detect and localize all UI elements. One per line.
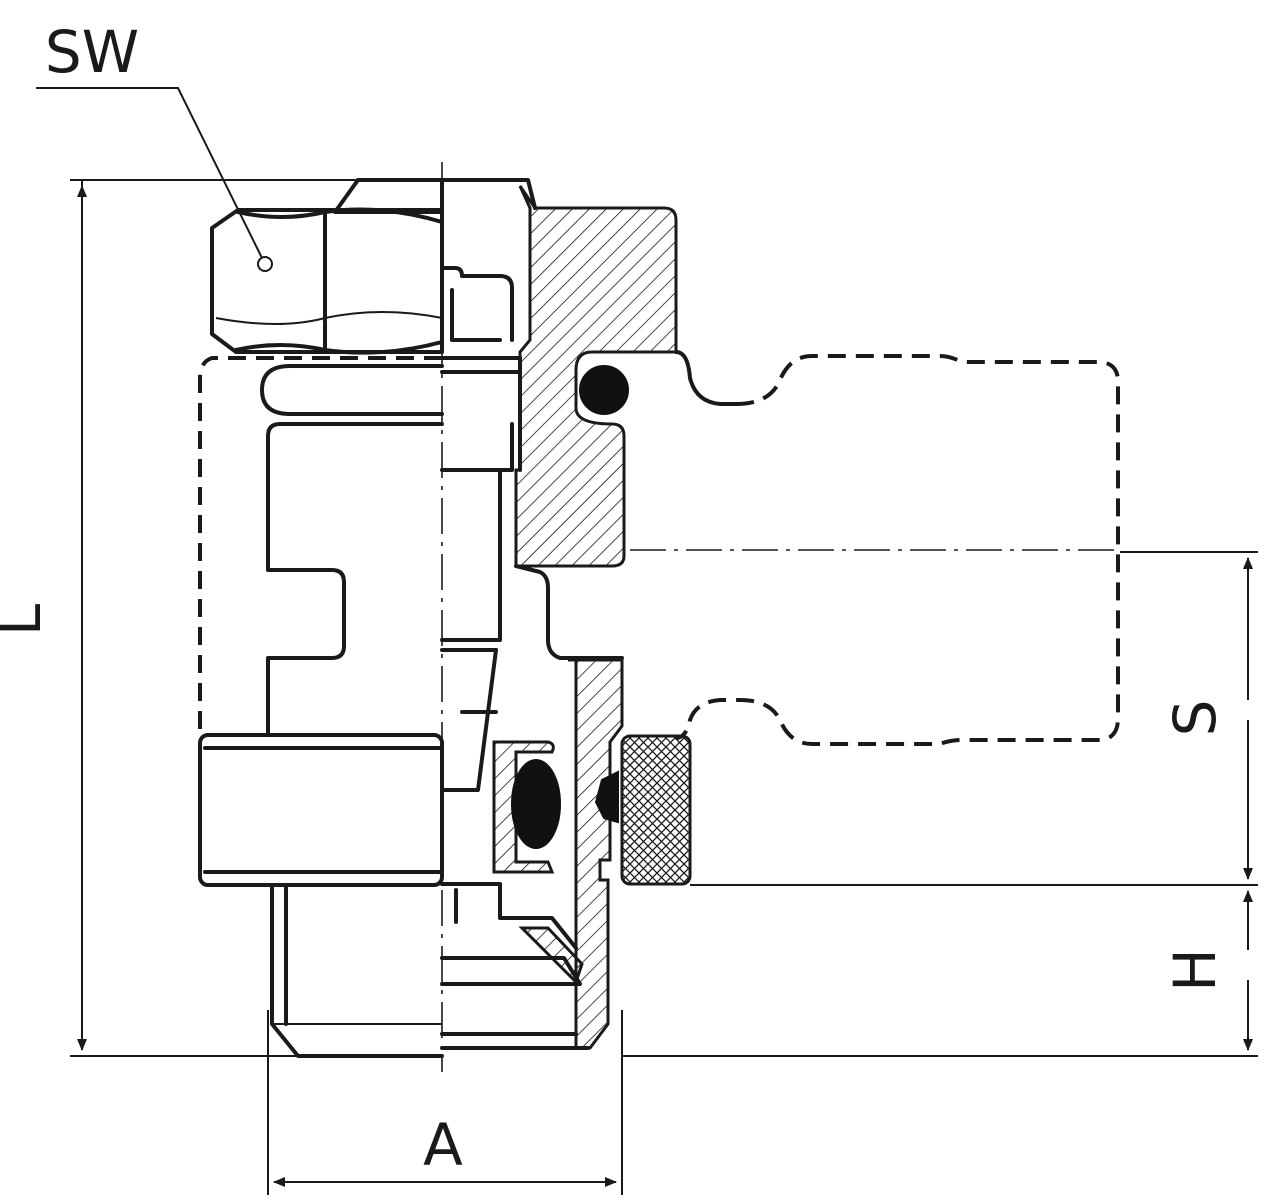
o-ring-upper — [579, 365, 629, 415]
dimension-h — [622, 884, 1258, 1057]
release-sleeve — [440, 266, 522, 792]
lower-internals — [440, 882, 590, 1050]
seal-lip — [594, 770, 619, 824]
body-section-upper — [514, 185, 678, 568]
body-right-profile — [674, 350, 738, 406]
label-s: S — [1161, 700, 1229, 737]
label-l: L — [0, 604, 54, 636]
hex-nut — [210, 178, 444, 355]
nut-top-outline — [356, 178, 537, 210]
label-a: A — [423, 1111, 463, 1179]
threaded-spigot — [270, 883, 444, 1058]
release-collar — [198, 733, 444, 887]
body-waist — [514, 564, 624, 660]
collet-insert — [492, 740, 555, 874]
tube-dashed-outline — [675, 354, 1120, 746]
dimension-l — [70, 179, 440, 1057]
body-outline-dashed — [198, 356, 442, 735]
dimension-a — [267, 1010, 623, 1195]
sw-leader-line — [36, 87, 273, 272]
dimension-s — [1120, 551, 1258, 880]
o-ring-lower — [511, 759, 561, 849]
label-sw: SW — [45, 18, 139, 86]
body-section-lower — [568, 658, 624, 1050]
stepped-profile — [266, 422, 444, 737]
upper-slot — [260, 364, 444, 416]
rubber-ring — [620, 734, 692, 886]
label-h: H — [1161, 948, 1229, 992]
